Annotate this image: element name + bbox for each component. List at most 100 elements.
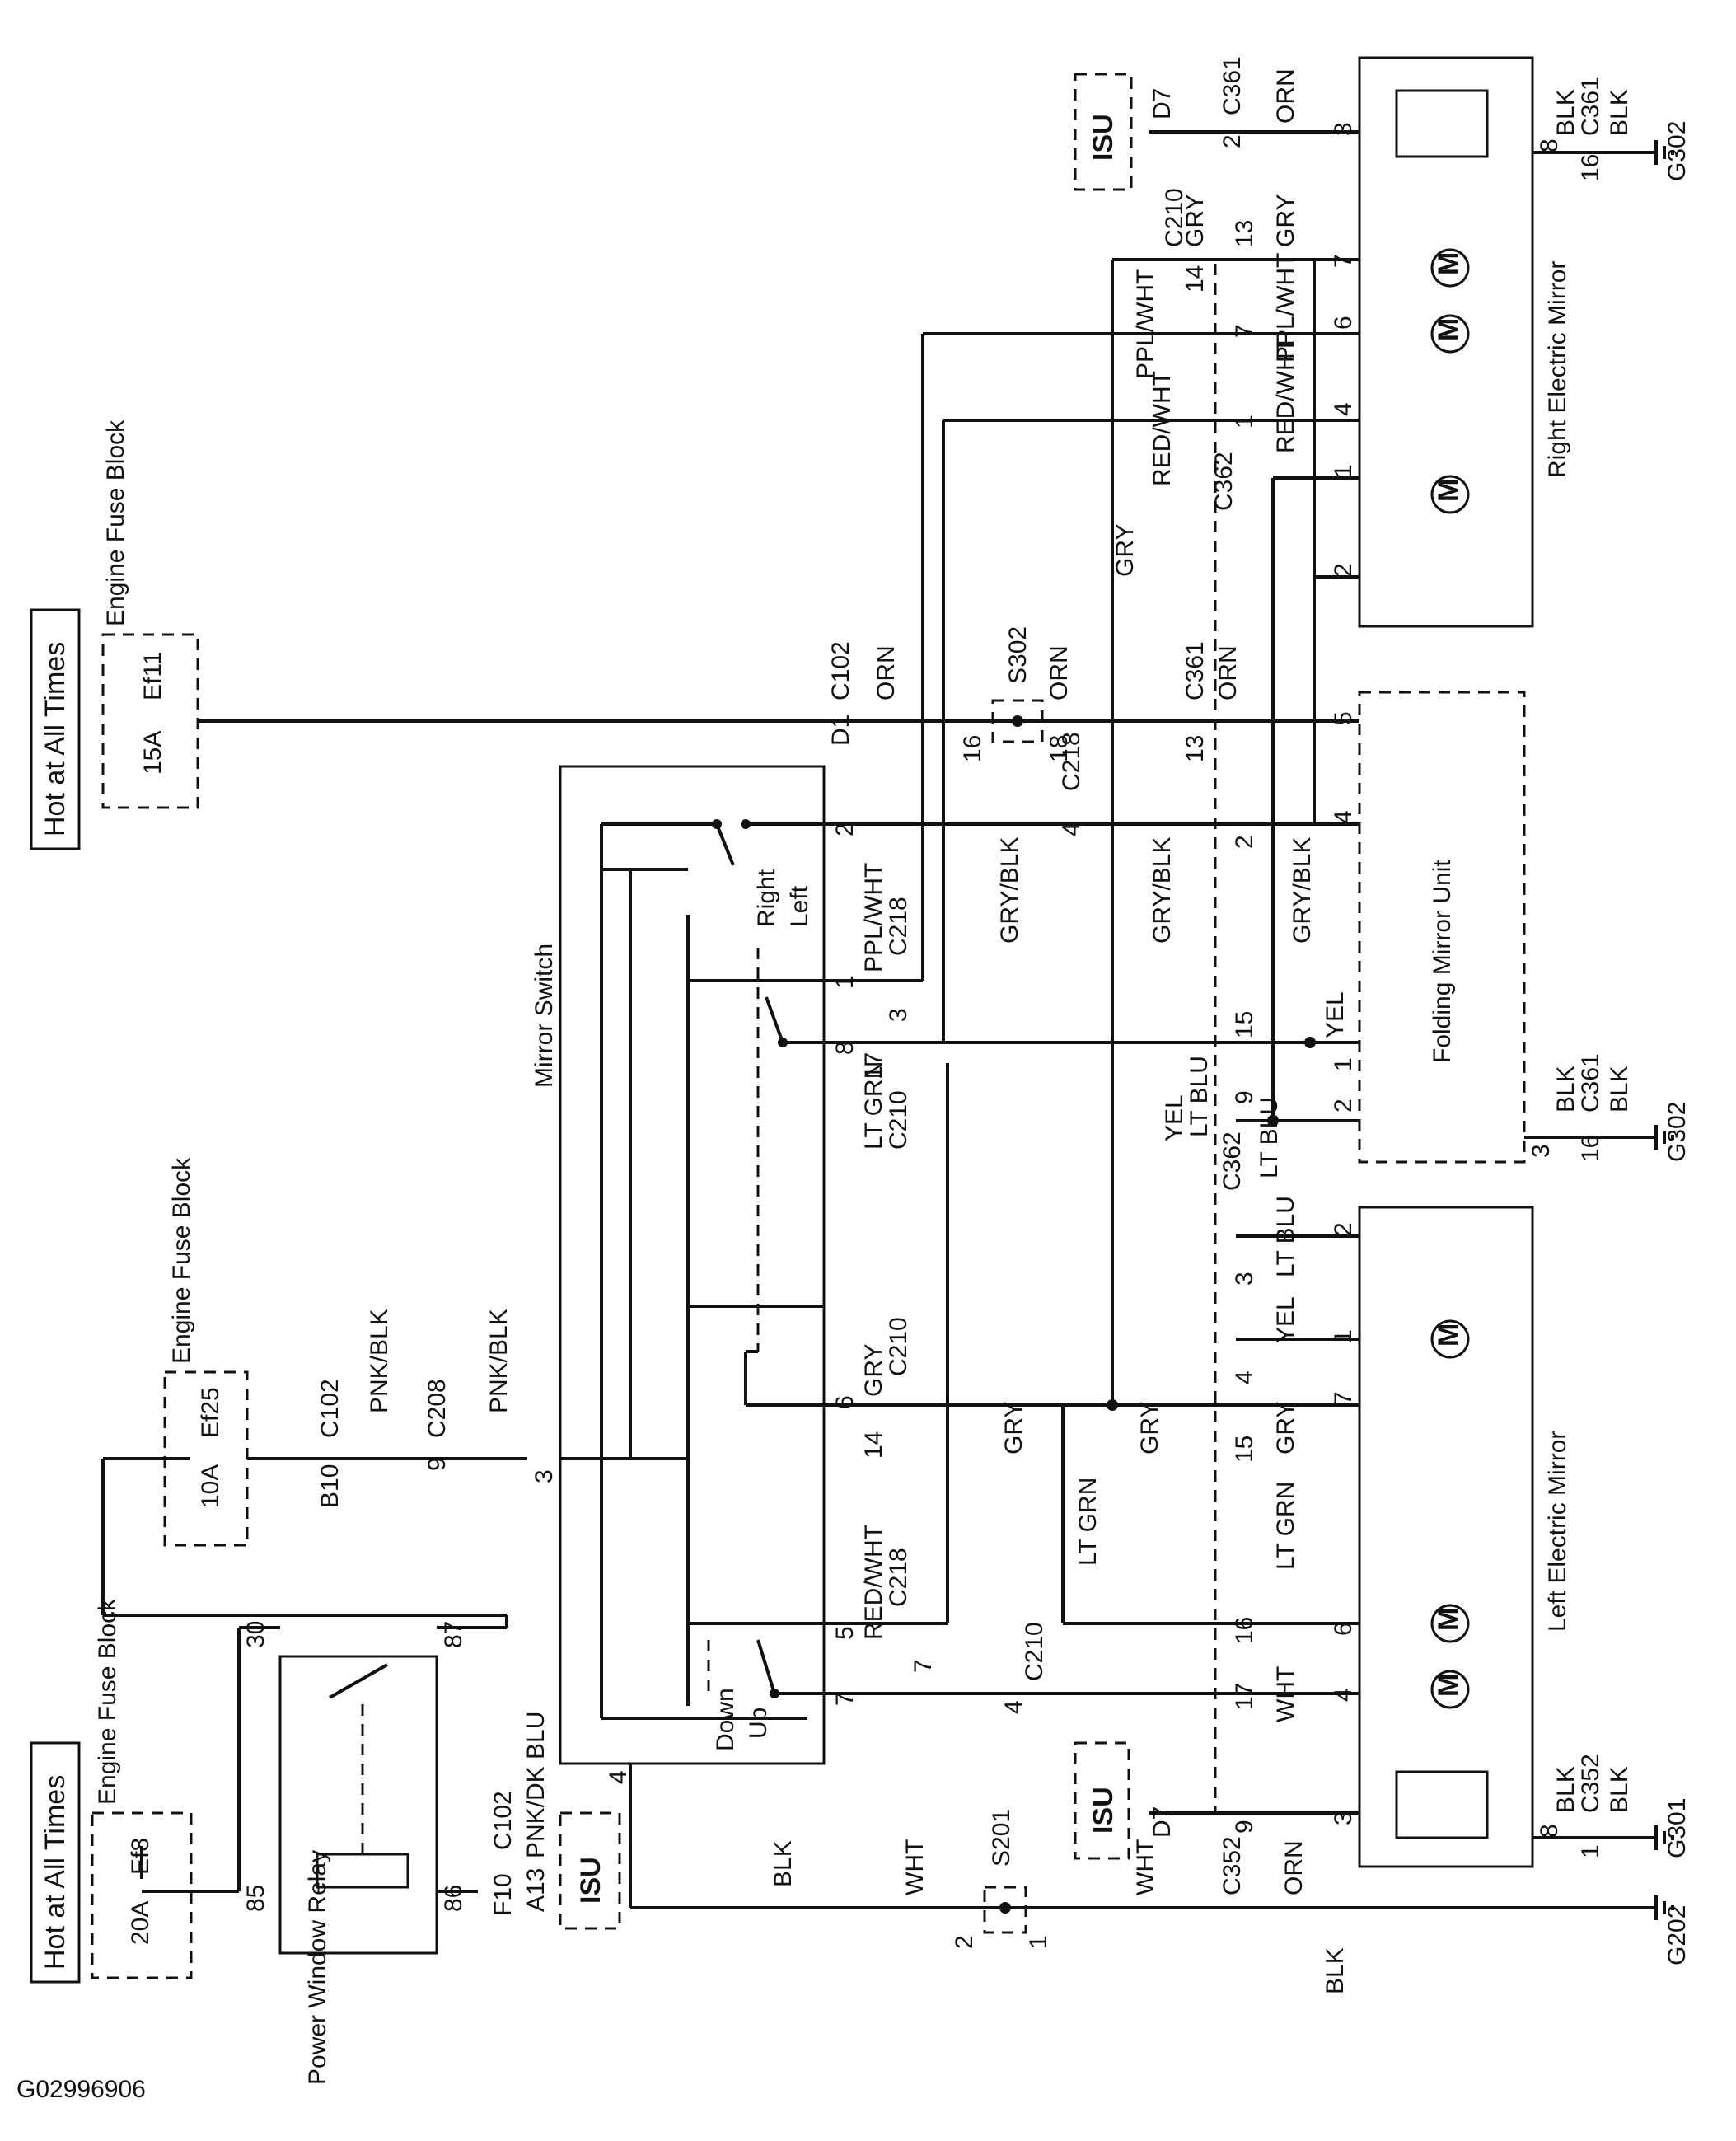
svg-text:C102: C102	[489, 1791, 517, 1850]
svg-text:YEL: YEL	[1161, 1094, 1188, 1141]
svg-text:G202: G202	[1663, 1905, 1691, 1965]
svg-text:4: 4	[1330, 402, 1357, 416]
svg-text:PNK/BLK: PNK/BLK	[485, 1309, 512, 1413]
svg-text:A13: A13	[522, 1868, 550, 1912]
splice-s201: S201 2 1	[951, 1809, 1052, 1949]
svg-text:4: 4	[1000, 1700, 1027, 1714]
svg-text:LT GRN: LT GRN	[1272, 1482, 1299, 1570]
motor-icon	[1430, 314, 1470, 354]
svg-text:C362: C362	[1210, 452, 1238, 511]
svg-text:14: 14	[1182, 265, 1209, 293]
motor-icon	[1430, 248, 1470, 288]
svg-text:GRY: GRY	[860, 1344, 887, 1397]
svg-text:7: 7	[1330, 1391, 1357, 1405]
svg-text:GRY/BLK: GRY/BLK	[1289, 836, 1316, 944]
svg-text:17: 17	[860, 1052, 887, 1080]
motor-label: M	[1433, 252, 1464, 275]
svg-text:D7: D7	[1149, 1806, 1176, 1838]
svg-text:BLK: BLK	[1552, 89, 1579, 136]
svg-text:3: 3	[1330, 122, 1357, 136]
svg-text:ISU: ISU	[1088, 114, 1119, 161]
svg-text:S201: S201	[988, 1809, 1015, 1867]
svg-text:PPL/WHT: PPL/WHT	[1272, 253, 1299, 363]
svg-text:F10: F10	[489, 1873, 517, 1916]
svg-text:D7: D7	[1149, 88, 1176, 119]
svg-text:ORN: ORN	[873, 645, 900, 700]
svg-text:BLK: BLK	[1552, 1766, 1579, 1813]
ground-icon	[1654, 1125, 1674, 1150]
svg-text:1: 1	[1025, 1935, 1052, 1949]
svg-text:2: 2	[1231, 835, 1258, 849]
svg-text:LT BLU: LT BLU	[1186, 1056, 1213, 1137]
right-electric-mirror: Right Electric Mirror 2 1 4 6 7 3 8 MMM	[1330, 56, 1571, 628]
svg-text:PPL/WHT: PPL/WHT	[1132, 269, 1159, 379]
svg-text:9: 9	[1231, 1820, 1258, 1834]
hot-at-all-times-label-lower: Hot at All Times	[40, 1775, 71, 1970]
svg-text:C352: C352	[1577, 1754, 1604, 1813]
svg-text:1: 1	[1330, 1057, 1357, 1071]
svg-text:C102: C102	[827, 641, 854, 700]
svg-text:5: 5	[831, 1626, 859, 1640]
svg-text:Down: Down	[712, 1688, 739, 1751]
motor-label: M	[1433, 1674, 1464, 1697]
svg-text:BLK: BLK	[1606, 1766, 1633, 1813]
svg-text:4: 4	[1231, 1370, 1258, 1384]
svg-text:GRY: GRY	[1272, 194, 1299, 247]
svg-text:RED/WHT: RED/WHT	[1149, 371, 1176, 486]
svg-text:C361: C361	[1577, 77, 1604, 136]
svg-text:G302: G302	[1663, 1102, 1691, 1162]
svg-text:GRY: GRY	[1272, 1402, 1299, 1455]
svg-text:GRY: GRY	[1136, 1402, 1163, 1455]
svg-text:8: 8	[1536, 138, 1563, 152]
svg-text:Power Window Relay: Power Window Relay	[304, 1850, 331, 2085]
svg-text:30: 30	[242, 1621, 269, 1648]
motor-icon	[1430, 1604, 1470, 1643]
svg-text:GRY: GRY	[1182, 194, 1209, 247]
svg-text:1: 1	[1330, 464, 1357, 478]
svg-text:D1: D1	[827, 714, 854, 746]
svg-text:17: 17	[1231, 1683, 1258, 1710]
svg-text:3: 3	[531, 1469, 558, 1483]
svg-text:ORN: ORN	[1214, 645, 1242, 700]
svg-text:GRY/BLK: GRY/BLK	[1149, 836, 1176, 944]
svg-text:GRY: GRY	[1000, 1402, 1027, 1455]
svg-text:16: 16	[1231, 1617, 1258, 1644]
ground-icon	[1654, 1825, 1674, 1850]
svg-text:Right Electric Mirror: Right Electric Mirror	[1544, 261, 1571, 478]
svg-text:1: 1	[1330, 1329, 1357, 1343]
svg-text:6: 6	[831, 1395, 859, 1409]
svg-text:WHT: WHT	[901, 1839, 929, 1895]
svg-text:4: 4	[605, 1770, 632, 1784]
svg-text:RED/WHT: RED/WHT	[1272, 338, 1299, 453]
svg-text:16: 16	[1577, 154, 1604, 181]
power-window-relay: Power Window Relay 85 30 86 87	[242, 1621, 467, 2085]
svg-text:C210: C210	[885, 1090, 912, 1150]
engine-fuse-block-ef25: 10A Ef25 Engine Fuse Block	[163, 1157, 249, 1547]
svg-text:C362: C362	[1219, 1131, 1246, 1191]
svg-text:7: 7	[910, 1659, 937, 1673]
svg-text:C102: C102	[316, 1379, 344, 1438]
svg-text:8: 8	[1536, 1824, 1563, 1838]
heater-icon	[1395, 89, 1489, 158]
svg-text:PPL/WHT: PPL/WHT	[860, 863, 887, 972]
svg-text:4: 4	[1330, 810, 1357, 824]
svg-text:2: 2	[831, 822, 859, 836]
svg-text:C210: C210	[1161, 188, 1188, 247]
svg-text:15: 15	[1231, 1011, 1258, 1038]
motor-label: M	[1433, 318, 1464, 341]
svg-text:LT GRN: LT GRN	[860, 1061, 887, 1150]
svg-text:ORN: ORN	[1046, 645, 1073, 700]
svg-text:Engine Fuse Block: Engine Fuse Block	[102, 419, 129, 626]
svg-text:1: 1	[1577, 1844, 1604, 1858]
svg-text:Folding Mirror Unit: Folding Mirror Unit	[1429, 860, 1456, 1063]
svg-text:Right: Right	[753, 869, 780, 927]
isu-lower-left: ISU	[559, 1811, 621, 1930]
svg-text:16: 16	[1577, 1135, 1604, 1162]
svg-text:C361: C361	[1182, 641, 1209, 700]
svg-text:C352: C352	[1219, 1836, 1246, 1895]
svg-text:86: 86	[440, 1885, 467, 1912]
svg-text:B10: B10	[316, 1464, 344, 1508]
svg-text:3: 3	[1330, 1811, 1357, 1825]
svg-text:Ef25: Ef25	[197, 1387, 224, 1438]
